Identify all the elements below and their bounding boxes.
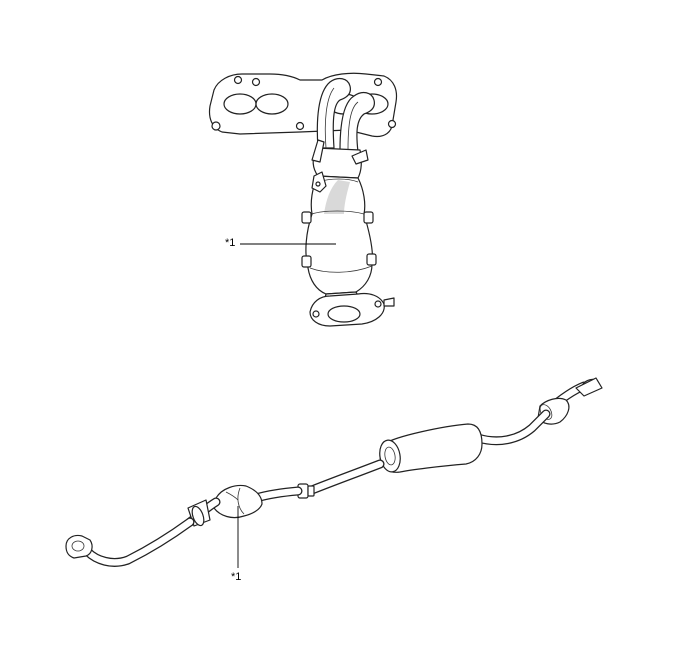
exhaust-pipe-system — [65, 377, 603, 567]
exhaust-manifold-converter — [208, 72, 398, 327]
callout-underbody-converter: *1 — [231, 571, 242, 583]
callout-manifold-converter: *1 — [225, 237, 236, 249]
